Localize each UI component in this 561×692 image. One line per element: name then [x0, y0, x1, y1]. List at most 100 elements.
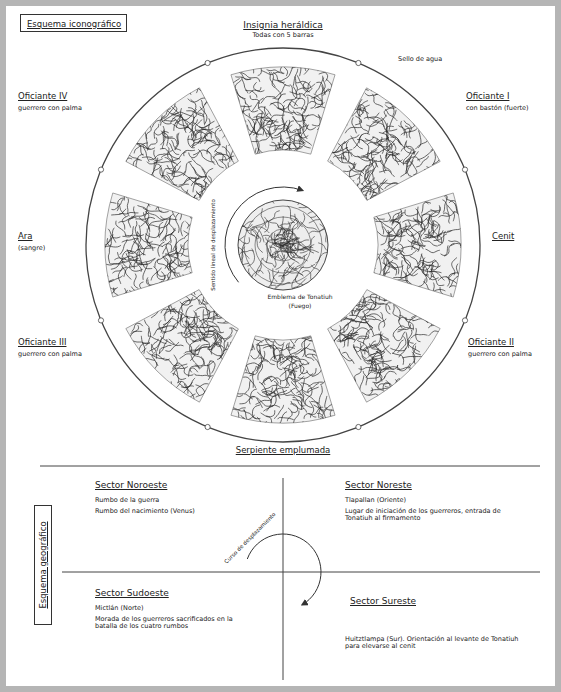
- ink-stroke: [186, 316, 187, 332]
- ink-stroke: [357, 340, 369, 353]
- ink-stroke: [215, 128, 220, 145]
- ink-stroke: [332, 335, 339, 348]
- ink-stroke: [159, 271, 165, 287]
- ink-stroke: [342, 301, 354, 315]
- ink-stroke: [405, 210, 418, 217]
- panel-note: guerrero con palma: [18, 351, 82, 358]
- ink-stroke: [330, 410, 339, 427]
- ink-stroke: [293, 110, 303, 120]
- ink-stroke: [372, 333, 382, 348]
- ink-stroke: [374, 273, 381, 287]
- ink-stroke: [269, 390, 287, 396]
- ink-stroke: [261, 208, 266, 227]
- quadrant-axis: [62, 572, 540, 573]
- ink-stroke: [249, 148, 256, 160]
- ink-stroke: [304, 97, 308, 114]
- sector-heading: Sector Sudoeste: [95, 588, 169, 598]
- ink-stroke: [302, 387, 319, 392]
- ink-stroke: [448, 293, 451, 309]
- ink-stroke: [299, 396, 306, 412]
- ink-stroke: [317, 413, 323, 423]
- ink-stroke: [357, 166, 367, 180]
- ink-stroke: [162, 169, 173, 178]
- ink-stroke: [181, 332, 194, 338]
- panel-note: Todas con 5 barras: [252, 32, 313, 39]
- ink-stroke: [167, 381, 181, 390]
- ink-stroke: [355, 184, 358, 199]
- ink-stroke: [444, 243, 454, 256]
- ink-stroke: [381, 117, 387, 133]
- ink-stroke: [231, 146, 235, 163]
- sector-note: Lugar de iniciación de los guerreros, en…: [345, 508, 530, 523]
- central-emblem: [232, 190, 334, 290]
- ink-stroke: [292, 361, 296, 379]
- ink-stroke: [366, 152, 379, 159]
- ink-stroke: [215, 150, 230, 162]
- ink-stroke: [343, 155, 354, 167]
- ink-stroke: [163, 321, 171, 338]
- ink-stroke: [162, 244, 171, 252]
- ink-stroke: [185, 127, 197, 138]
- ink-stroke: [351, 83, 369, 91]
- ink-stroke: [265, 128, 280, 138]
- ink-stroke: [120, 158, 132, 166]
- ink-stroke: [181, 378, 195, 388]
- ink-stroke: [318, 243, 331, 256]
- ink-stroke: [320, 224, 327, 242]
- ink-stroke: [279, 62, 287, 76]
- ink-stroke: [233, 109, 249, 112]
- ink-stroke: [380, 312, 384, 327]
- ink-stroke: [159, 339, 167, 354]
- ink-stroke: [388, 154, 399, 160]
- ink-stroke: [197, 344, 208, 354]
- ink-stroke: [232, 236, 245, 248]
- ink-stroke: [352, 117, 357, 133]
- ink-stroke: [311, 90, 329, 98]
- ink-stroke: [213, 343, 224, 352]
- ink-stroke: [146, 229, 151, 248]
- ink-stroke: [405, 157, 419, 163]
- ink-stroke: [377, 218, 383, 235]
- ink-stroke: [322, 76, 325, 93]
- panel-note: guerrero con palma: [18, 105, 82, 112]
- direction-note: Sentido lineal de desplazamiento: [210, 199, 216, 291]
- ink-stroke: [295, 356, 309, 365]
- ink-stroke: [256, 361, 268, 372]
- ink-stroke: [234, 350, 253, 353]
- ink-stroke: [301, 248, 319, 252]
- ink-stroke: [146, 362, 157, 373]
- ink-stroke: [129, 290, 140, 302]
- ink-stroke: [106, 278, 118, 289]
- ink-stroke: [301, 125, 309, 141]
- ink-stroke: [433, 283, 435, 302]
- ink-stroke: [174, 366, 179, 383]
- ink-stroke: [131, 325, 139, 334]
- ink-stroke: [186, 338, 192, 354]
- ink-stroke: [432, 153, 443, 165]
- ink-stroke: [203, 303, 209, 319]
- ink-stroke: [253, 139, 259, 157]
- ink-stroke: [122, 216, 128, 230]
- ink-stroke: [289, 240, 291, 255]
- ink-stroke: [229, 139, 244, 145]
- ink-stroke: [156, 196, 165, 209]
- ink-stroke: [331, 320, 338, 331]
- ink-stroke: [248, 343, 252, 359]
- ink-stroke: [163, 103, 178, 113]
- ink-stroke: [110, 262, 125, 264]
- ink-stroke: [224, 349, 238, 358]
- ink-stroke: [376, 181, 380, 197]
- panel-ground: [374, 193, 461, 297]
- ink-stroke: [362, 388, 372, 396]
- sector-heading: Sector Noroeste: [95, 480, 167, 490]
- ink-stroke: [416, 156, 428, 167]
- ink-stroke: [190, 217, 202, 225]
- ink-stroke: [277, 216, 283, 235]
- ink-stroke: [397, 226, 410, 234]
- box-title: Esquema iconográfico: [27, 19, 121, 29]
- ink-stroke: [239, 397, 254, 404]
- ink-stroke: [390, 348, 406, 351]
- ink-stroke: [256, 227, 264, 243]
- ink-stroke: [363, 191, 380, 196]
- ink-stroke: [170, 318, 178, 331]
